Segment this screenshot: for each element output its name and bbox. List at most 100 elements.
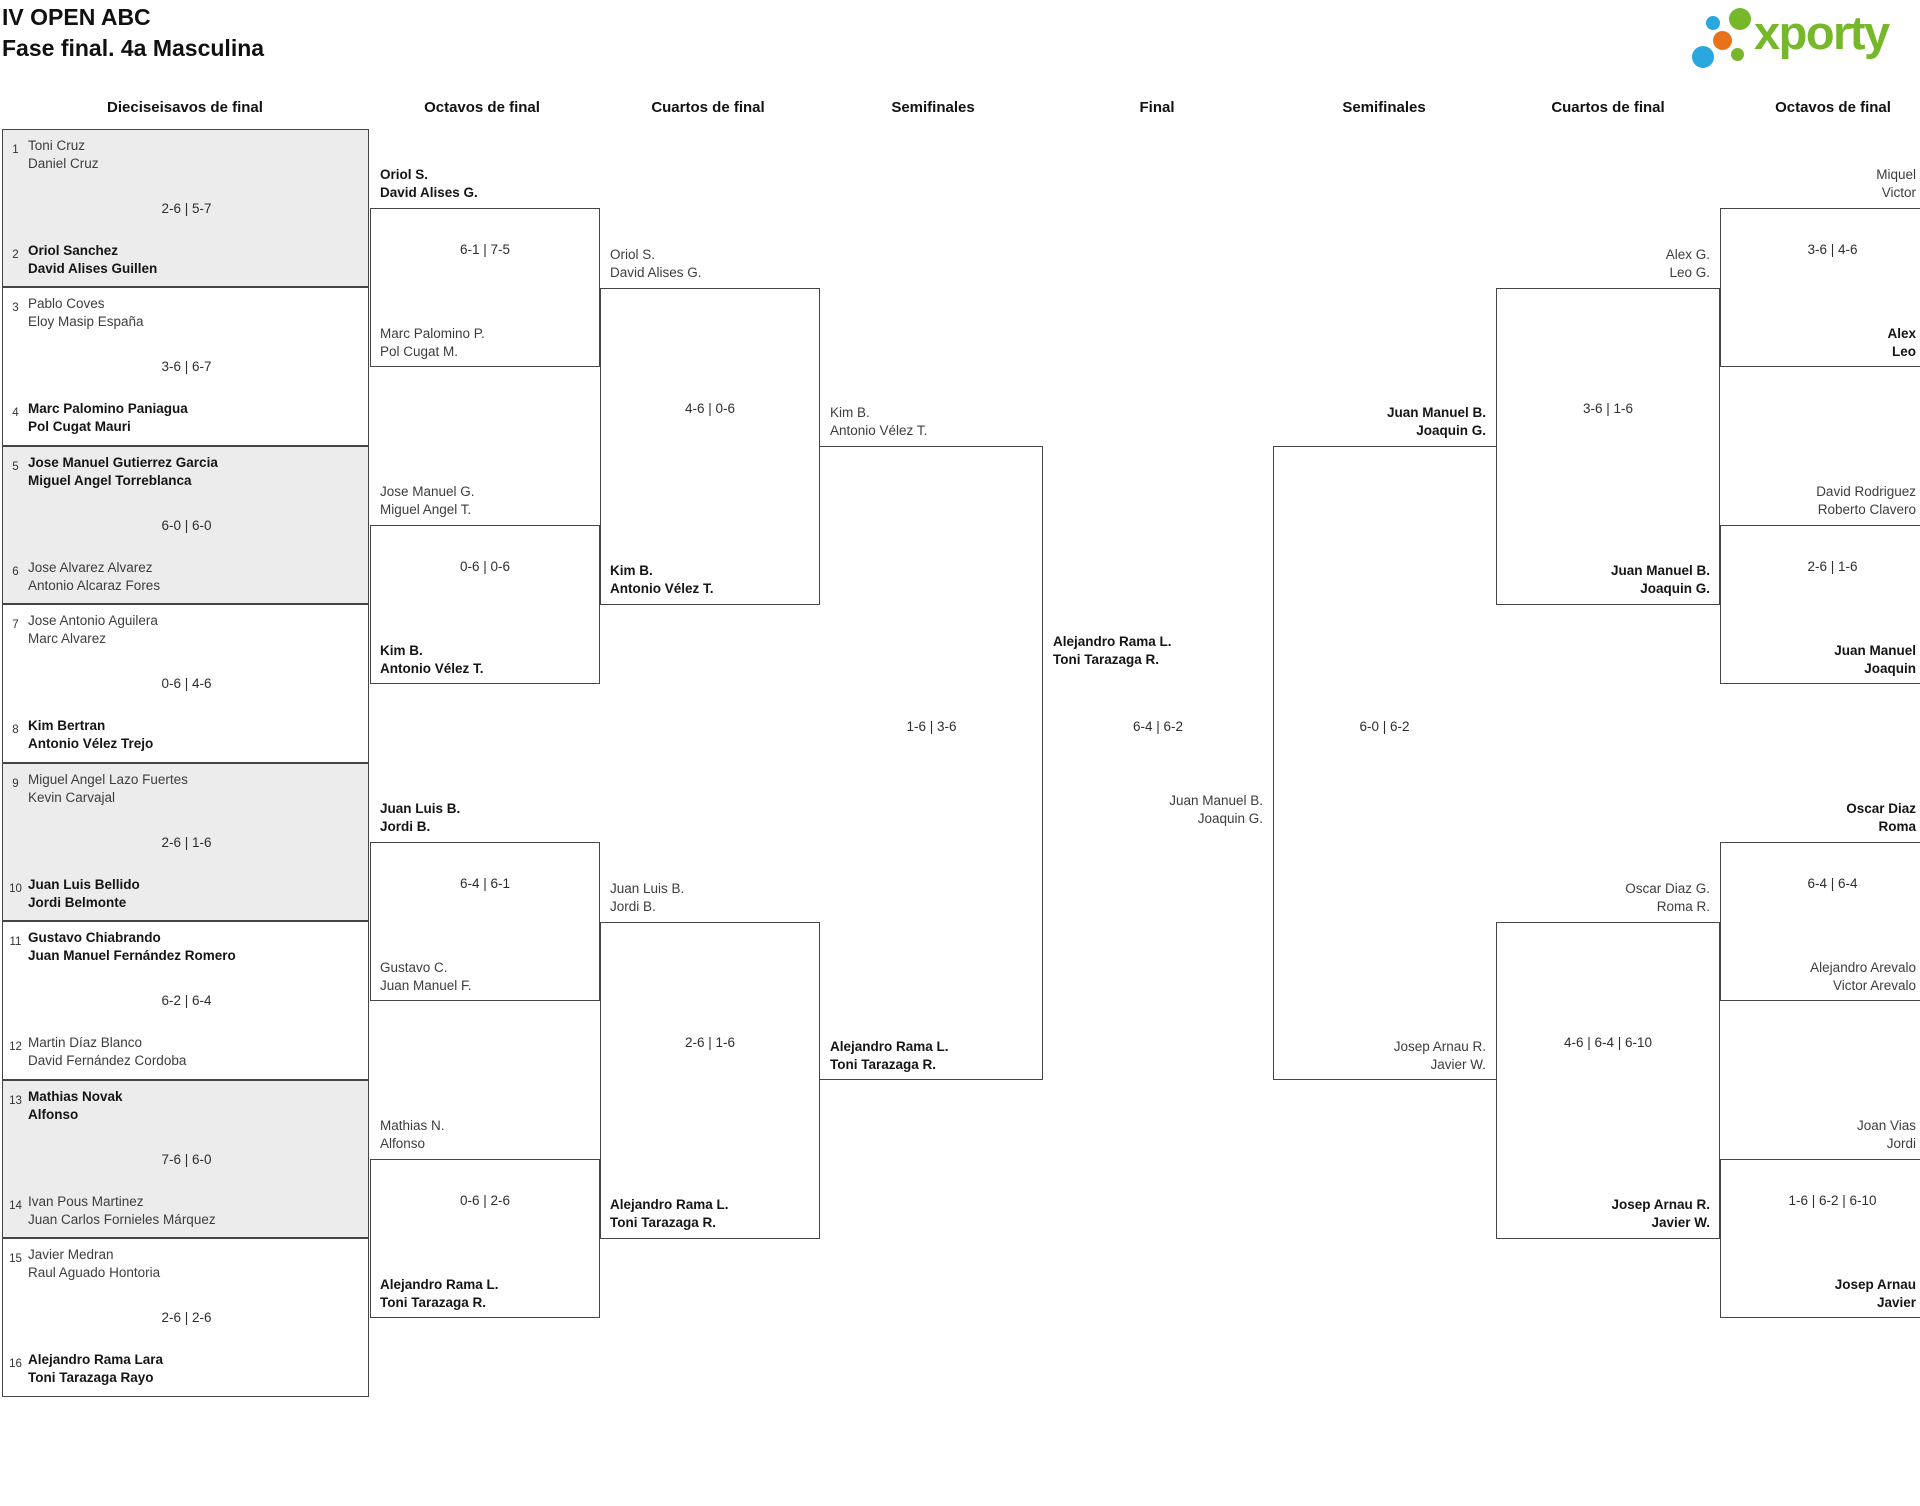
logo-dot-orange-icon bbox=[1713, 31, 1732, 50]
seed-number: 8 bbox=[12, 724, 19, 736]
seed-number: 10 bbox=[9, 883, 22, 895]
match-score: 2-6 | 2-6 bbox=[161, 1310, 212, 1325]
round-header-octavos-left: Octavos de final bbox=[424, 99, 540, 116]
match-box-octavos-right-1 bbox=[1720, 208, 1920, 367]
match-score: 6-0 | 6-0 bbox=[161, 518, 212, 533]
logo-dot-green-large-icon bbox=[1729, 8, 1751, 30]
seed-number: 12 bbox=[9, 1041, 22, 1053]
match-score: 6-4 | 6-4 bbox=[1807, 876, 1858, 891]
team-name-final-right: Juan Manuel B.Joaquin G. bbox=[1169, 793, 1263, 826]
logo-dot-green-small-icon bbox=[1731, 48, 1744, 61]
match-box-cuartos-right-1 bbox=[1496, 288, 1720, 605]
match-box-octavos-left-4 bbox=[370, 1159, 600, 1318]
match-score: 2-6 | 1-6 bbox=[1807, 559, 1858, 574]
team-name: Kim B.Antonio Vélez T. bbox=[380, 643, 484, 676]
match-score: 6-4 | 6-1 bbox=[459, 876, 511, 891]
team-name: Kim B.Antonio Vélez T. bbox=[610, 563, 714, 596]
seed-number: 11 bbox=[9, 936, 22, 948]
match-score: 2-6 | 5-7 bbox=[161, 201, 212, 216]
seed-number: 1 bbox=[12, 144, 19, 156]
team-name: Oscar Diaz G.Roma R. bbox=[1625, 881, 1710, 914]
match-score: 4-6 | 6-4 | 6-10 bbox=[1563, 1035, 1653, 1050]
match-score-final: 6-4 | 6-2 bbox=[1132, 719, 1184, 734]
match-score: 0-6 | 2-6 bbox=[459, 1193, 511, 1208]
team-name: Josep Arnau R.Javier W. bbox=[1611, 1197, 1710, 1230]
round-header-octavos-right: Octavos de final bbox=[1775, 99, 1891, 116]
match-score: 2-6 | 1-6 bbox=[161, 835, 212, 850]
phase-name: Fase final. 4a Masculina bbox=[2, 35, 265, 61]
page-title: IV OPEN ABC Fase final. 4a Masculina bbox=[2, 2, 264, 64]
team-name: Kim B.Antonio Vélez T. bbox=[830, 405, 928, 438]
round-header-cuartos-right: Cuartos de final bbox=[1551, 99, 1665, 116]
team-name: Juan Manuel B.Joaquin G. bbox=[1610, 563, 1710, 596]
match-score: 0-6 | 4-6 bbox=[161, 676, 212, 691]
round-header-cuartos-left: Cuartos de final bbox=[651, 99, 765, 116]
xporty-logo[interactable]: xporty bbox=[1690, 4, 1920, 70]
match-box-cuartos-left-1 bbox=[600, 288, 820, 605]
team-name: Juan Luis B.Jordi B. bbox=[380, 801, 461, 834]
tournament-name: IV OPEN ABC bbox=[2, 4, 151, 30]
match-score: 6-2 | 6-4 bbox=[161, 993, 212, 1008]
team-name: Gustavo C.Juan Manuel F. bbox=[380, 960, 472, 993]
seed-number: 15 bbox=[9, 1253, 22, 1265]
match-box-octavos-left-2 bbox=[370, 525, 600, 684]
match-score: 3-6 | 4-6 bbox=[1807, 242, 1858, 257]
team-name: Alejandro Rama L.Toni Tarazaga R. bbox=[380, 1277, 499, 1310]
match-box-octavos-right-2 bbox=[1720, 525, 1920, 684]
team-name: Oriol S.David Alises G. bbox=[610, 247, 702, 280]
match-score: 4-6 | 0-6 bbox=[684, 401, 736, 416]
seed-number: 5 bbox=[12, 461, 19, 473]
match-box-semifinal-left bbox=[820, 446, 1043, 1080]
match-score: 1-6 | 6-2 | 6-10 bbox=[1788, 1193, 1877, 1208]
seed-number: 14 bbox=[9, 1200, 22, 1212]
logo-dot-blue-large-icon bbox=[1692, 46, 1714, 68]
round-header-dieciseisavos: Dieciseisavos de final bbox=[107, 99, 263, 116]
match-box-octavos-right-3 bbox=[1720, 842, 1920, 1001]
match-score: 1-6 | 3-6 bbox=[906, 719, 957, 734]
match-box-octavos-right-4 bbox=[1720, 1159, 1920, 1318]
match-box-octavos-left-1 bbox=[370, 208, 600, 367]
seed-number: 2 bbox=[12, 249, 19, 261]
seed-number: 6 bbox=[12, 566, 19, 578]
team-name: Oriol S.David Alises G. bbox=[380, 167, 478, 200]
seed-number: 3 bbox=[12, 302, 19, 314]
match-box-octavos-left-3 bbox=[370, 842, 600, 1001]
match-box-semifinal-right bbox=[1273, 446, 1496, 1080]
team-name: Alejandro Rama L.Toni Tarazaga R. bbox=[830, 1039, 949, 1072]
seed-number: 9 bbox=[12, 778, 19, 790]
round-header-semifinales-left: Semifinales bbox=[891, 99, 975, 116]
match-score: 2-6 | 1-6 bbox=[684, 1035, 736, 1050]
logo-dot-blue-small-icon bbox=[1706, 16, 1720, 30]
round-header-semifinales-right: Semifinales bbox=[1342, 99, 1426, 116]
seed-number: 4 bbox=[12, 407, 19, 419]
logo-wordmark: xporty bbox=[1754, 6, 1890, 59]
team-name: Jose Manuel G.Miguel Angel T. bbox=[380, 484, 475, 517]
match-score: 3-6 | 6-7 bbox=[161, 359, 212, 374]
team-name: Mathias N.Alfonso bbox=[380, 1118, 445, 1151]
